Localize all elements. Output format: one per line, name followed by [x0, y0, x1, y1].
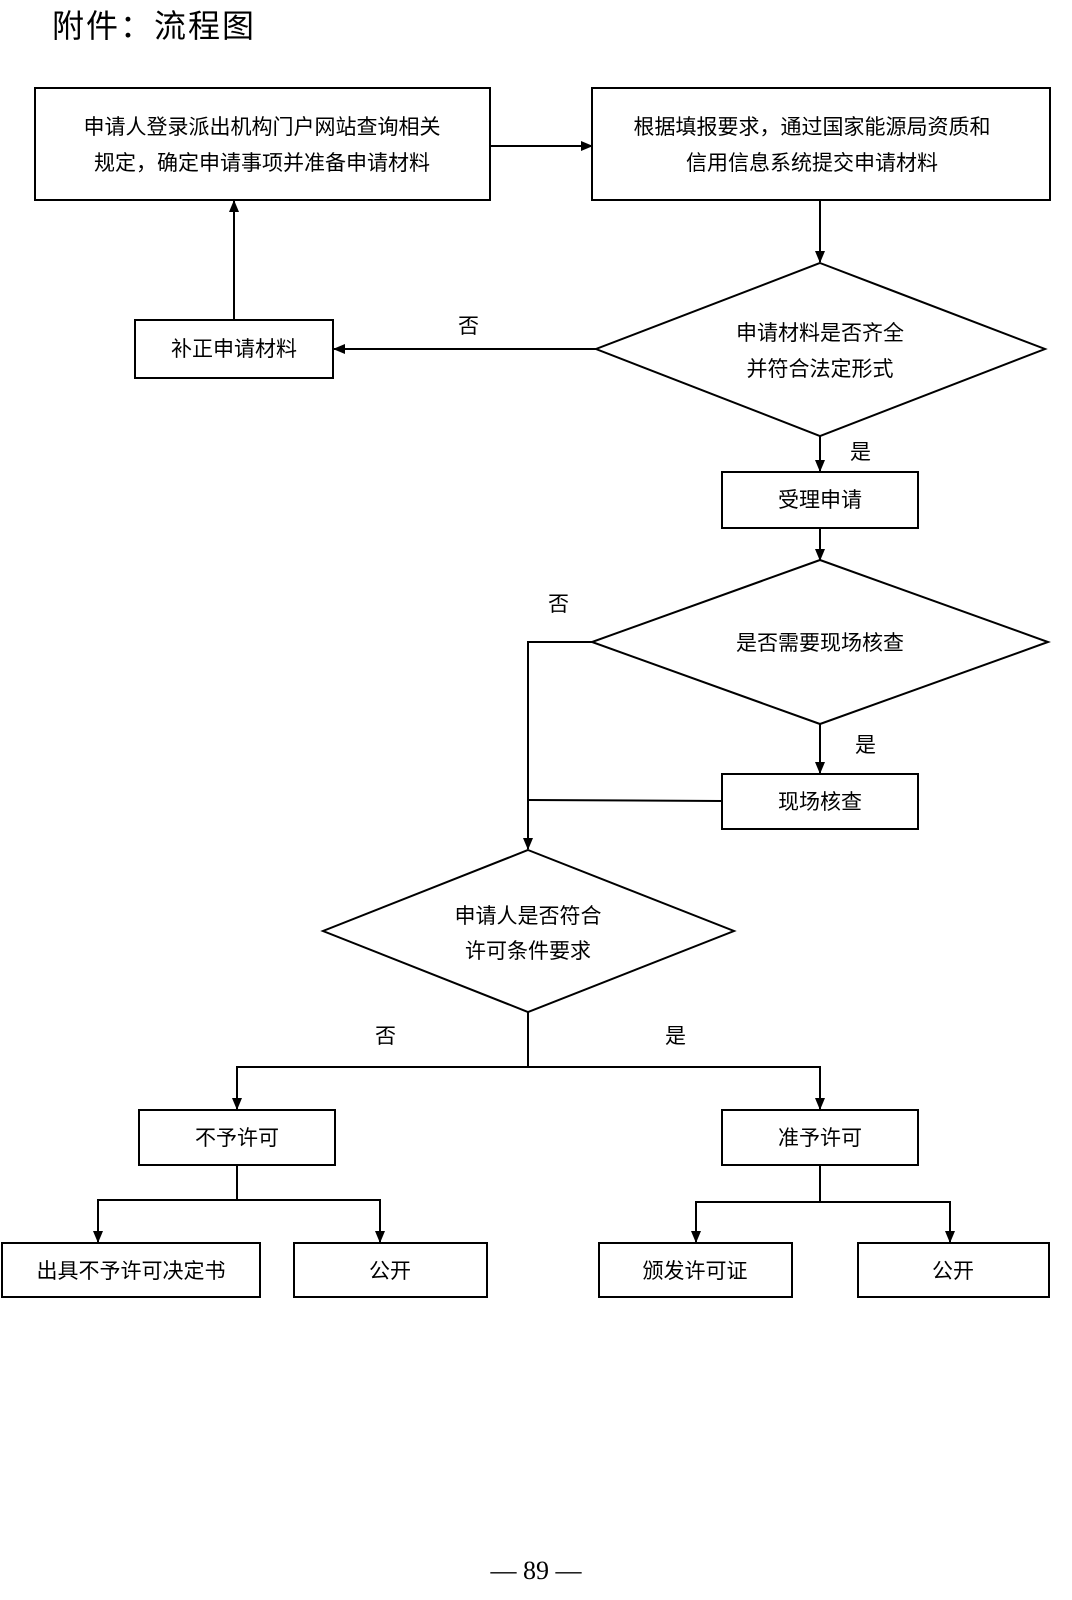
edge-eligible-yes — [528, 1066, 825, 1110]
edge-grant-to-cert — [691, 1201, 820, 1243]
node-onsite-check: 现场核查 — [721, 773, 919, 830]
node-onsite-check-text: 现场核查 — [778, 790, 862, 814]
node-deny-letter: 出具不予许可决定书 — [1, 1242, 261, 1298]
node-decision-complete: 申请材料是否齐全 并符合法定形式 — [593, 261, 1048, 438]
node-submit-line1: 根据填报要求，通过国家能源局资质和 — [634, 115, 991, 139]
node-decision-onsite: 是否需要现场核查 — [589, 558, 1051, 726]
label-complete-no: 否 — [458, 314, 479, 338]
node-login-line1: 申请人登录派出机构门户网站查询相关 — [84, 115, 441, 139]
label-onsite-yes: 是 — [855, 733, 876, 757]
edge-grant-to-public — [820, 1201, 955, 1243]
edge-deny-to-public — [237, 1199, 385, 1243]
flowchart: 否 是 否 是 否 是 申请人登录派出机构门户网站查询相关 规定，确定申请事项并… — [1, 87, 1051, 1298]
node-deny-public: 公开 — [293, 1242, 488, 1298]
label-eligible-yes: 是 — [665, 1024, 686, 1048]
label-onsite-no: 否 — [548, 592, 569, 616]
node-grant: 准予许可 — [721, 1109, 919, 1166]
node-accept: 受理申请 — [721, 471, 919, 529]
node-grant-text: 准予许可 — [778, 1126, 862, 1150]
node-complete-line2: 并符合法定形式 — [747, 357, 894, 381]
node-eligible-line2: 许可条件要求 — [465, 939, 591, 963]
node-supplement-text: 补正申请材料 — [171, 337, 297, 361]
edge-eligible-no — [232, 1066, 528, 1110]
node-submit-materials: 根据填报要求，通过国家能源局资质和 信用信息系统提交申请材料 — [591, 87, 1051, 201]
label-complete-yes: 是 — [850, 440, 871, 464]
node-accept-text: 受理申请 — [778, 488, 862, 512]
edge-onsite-check-join — [527, 799, 723, 802]
node-deny-text: 不予许可 — [195, 1126, 279, 1150]
node-supplement: 补正申请材料 — [134, 319, 334, 379]
node-decision-eligible: 申请人是否符合 许可条件要求 — [320, 848, 737, 1014]
edge-onsite-no — [523, 641, 592, 850]
node-issue-cert: 颁发许可证 — [598, 1242, 793, 1298]
page-number: — 89 — — [490, 1556, 582, 1585]
node-issue-cert-text: 颁发许可证 — [643, 1259, 748, 1283]
node-deny: 不予许可 — [138, 1109, 336, 1166]
node-grant-public-text: 公开 — [932, 1259, 974, 1283]
node-eligible-line1: 申请人是否符合 — [455, 904, 602, 928]
node-complete-line1: 申请材料是否齐全 — [736, 321, 904, 345]
node-grant-public: 公开 — [857, 1242, 1050, 1298]
node-deny-public-text: 公开 — [369, 1259, 411, 1283]
page-title: 附件：流程图 — [52, 7, 257, 45]
node-login-prepare: 申请人登录派出机构门户网站查询相关 规定，确定申请事项并准备申请材料 — [34, 87, 491, 201]
node-deny-letter-text: 出具不予许可决定书 — [37, 1259, 226, 1283]
node-onsite-text: 是否需要现场核查 — [736, 631, 904, 655]
edge-deny-to-letter — [93, 1199, 237, 1243]
node-login-line2: 规定，确定申请事项并准备申请材料 — [94, 151, 430, 175]
connectors — [93, 141, 955, 1243]
label-eligible-no: 否 — [375, 1024, 396, 1048]
node-submit-line2: 信用信息系统提交申请材料 — [686, 151, 938, 175]
